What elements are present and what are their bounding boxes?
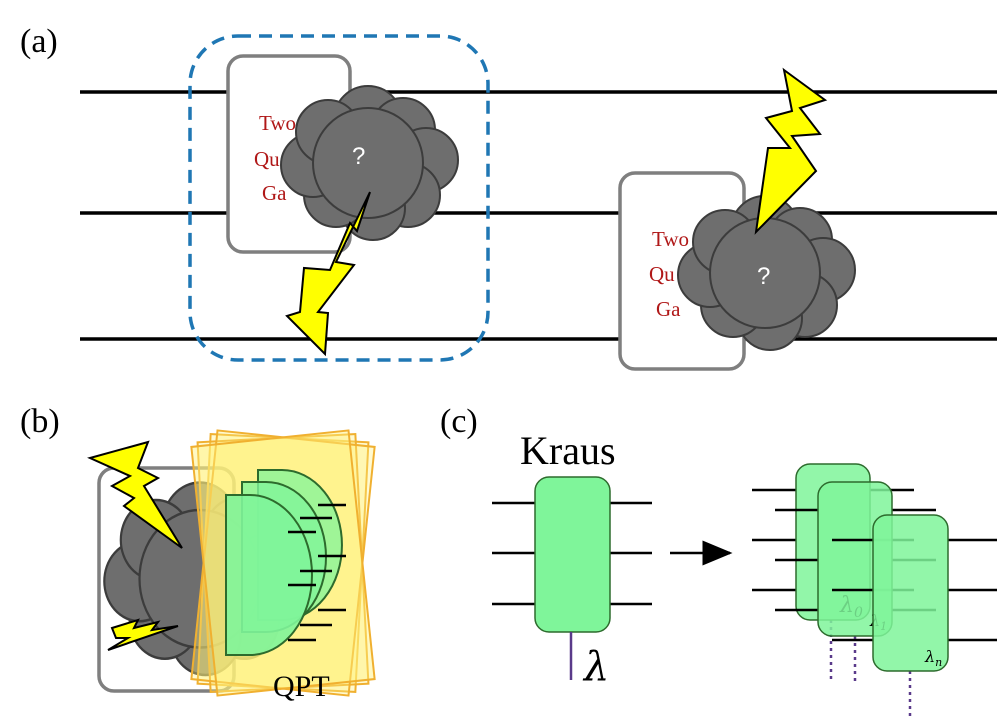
gate-right-text-line2: Qu bbox=[649, 262, 675, 286]
unknown-symbol-left: ? bbox=[352, 143, 365, 170]
qpt-tensor-front bbox=[225, 494, 313, 656]
qpt-label: QPT bbox=[273, 670, 330, 703]
lightning-bolt-b-bottom-icon bbox=[107, 618, 179, 651]
gate-right-text-line3: Ga bbox=[656, 297, 681, 321]
kraus-lambda-label: λ bbox=[582, 644, 609, 690]
panel-c-label: (c) bbox=[440, 403, 478, 440]
qpt-tensor-legs bbox=[288, 503, 346, 642]
qpt-tensor-stack bbox=[225, 469, 343, 656]
gate-left-text-line3: Ga bbox=[262, 181, 287, 205]
circuit-wires bbox=[80, 90, 997, 341]
gate-left-text-line1: Two bbox=[259, 111, 296, 135]
lightning-bolt-right-icon bbox=[754, 67, 828, 235]
lambda-n-label: λn bbox=[924, 647, 942, 669]
panel-b-label: (b) bbox=[20, 403, 60, 440]
dashed-selection-box bbox=[188, 34, 490, 362]
panel-a-label: (a) bbox=[20, 23, 58, 60]
lightning-bolt-b-top-icon bbox=[87, 440, 183, 549]
gate-right-text-line1: Two bbox=[652, 227, 689, 251]
kraus-tensor-box bbox=[534, 476, 611, 633]
kraus-op-n: λn bbox=[832, 514, 997, 720]
kraus-label: Kraus bbox=[520, 428, 616, 473]
lightning-bolt-left-icon bbox=[285, 191, 371, 357]
kraus-tensor: λ bbox=[492, 476, 652, 690]
kraus-decomposition: λ0 λ1 bbox=[752, 463, 997, 720]
gate-left-text-line2: Qu bbox=[254, 147, 280, 171]
kraus-tensor-legs bbox=[492, 501, 652, 606]
unknown-symbol-right: ? bbox=[757, 263, 770, 290]
